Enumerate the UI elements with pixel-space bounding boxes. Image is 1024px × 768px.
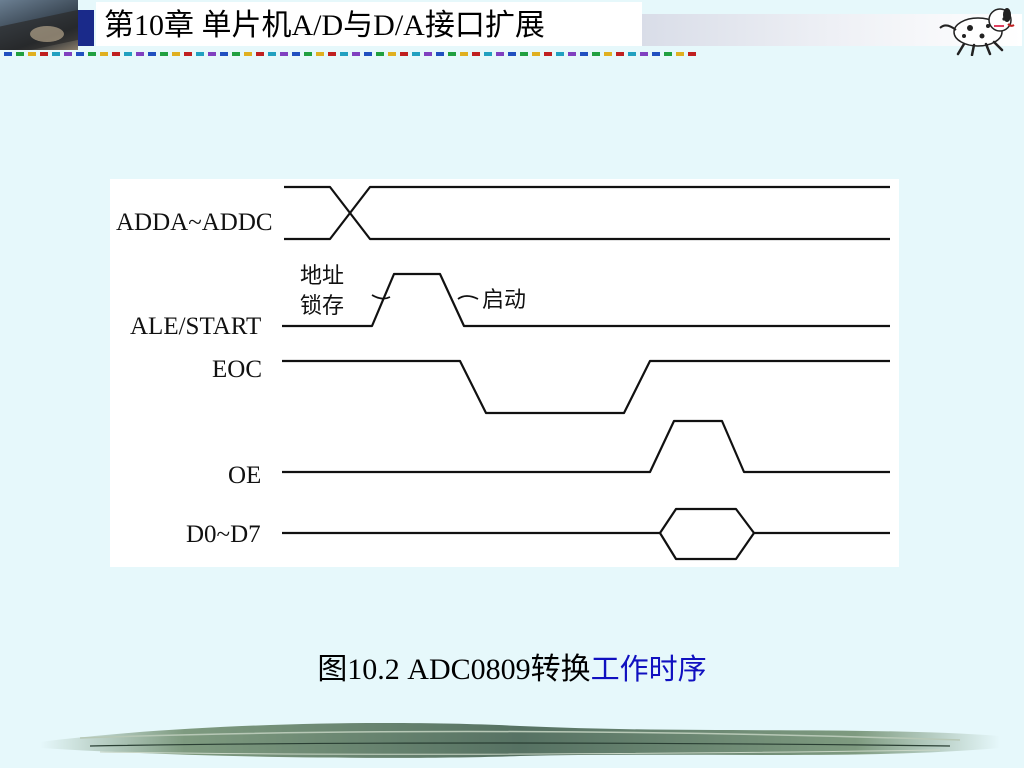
signal-label-oe: OE <box>228 462 261 489</box>
dash-segment <box>568 52 576 56</box>
dash-segment <box>544 52 552 56</box>
dash-segment <box>184 52 192 56</box>
waveform-ale-start <box>282 272 890 328</box>
dash-segment <box>196 52 204 56</box>
caption-main: 图10.2 ADC0809转换 <box>317 653 591 686</box>
waveform-eoc <box>282 359 890 415</box>
dash-segment <box>376 52 384 56</box>
dash-segment <box>640 52 648 56</box>
signal-label-ale-start: ALE/START <box>130 313 261 340</box>
dash-segment <box>88 52 96 56</box>
dash-segment <box>664 52 672 56</box>
dash-segment <box>604 52 612 56</box>
dash-segment <box>676 52 684 56</box>
page-title: 第10章 单片机A/D与D/A接口扩展 <box>104 9 545 42</box>
signal-label-adda-addc: ADDA~ADDC <box>116 209 273 236</box>
dash-segment <box>496 52 504 56</box>
header-accent-block <box>78 10 94 46</box>
caption-highlight: 工作时序 <box>590 652 707 686</box>
title-box <box>96 2 642 46</box>
dash-segment <box>448 52 456 56</box>
dash-segment <box>340 52 348 56</box>
dash-segment <box>160 52 168 56</box>
dash-segment <box>28 52 36 56</box>
dash-segment <box>148 52 156 56</box>
dash-segment <box>508 52 516 56</box>
dash-segment <box>64 52 72 56</box>
leader-address-latch <box>371 294 391 300</box>
dash-segment <box>220 52 228 56</box>
dash-segment <box>100 52 108 56</box>
dash-segment <box>688 52 696 56</box>
annotation-start: 启动 <box>482 288 526 313</box>
leader-start <box>457 295 479 300</box>
dash-segment <box>436 52 444 56</box>
dash-segment <box>244 52 252 56</box>
dash-segment <box>136 52 144 56</box>
dash-segment <box>124 52 132 56</box>
timing-diagram: ADDA~ADDC ALE/START EOC OE D0~D7 地址 锁存 启… <box>110 179 899 567</box>
dash-segment <box>304 52 312 56</box>
dash-segment <box>328 52 336 56</box>
dash-segment <box>268 52 276 56</box>
dash-segment <box>520 52 528 56</box>
dash-segment <box>316 52 324 56</box>
dash-segment <box>364 52 372 56</box>
signal-label-d0-d7: D0~D7 <box>186 521 261 548</box>
dash-segment <box>460 52 468 56</box>
dash-segment <box>172 52 180 56</box>
dash-segment <box>112 52 120 56</box>
figure-caption: 图10.2 ADC0809转换工作时序 <box>0 644 1024 688</box>
annotation-address-line2: 锁存 <box>300 294 344 319</box>
signal-label-eoc: EOC <box>212 356 262 383</box>
dash-segment <box>592 52 600 56</box>
dash-segment <box>292 52 300 56</box>
footer-decorative-band <box>40 723 1000 758</box>
annotation-address-line1: 地址 <box>300 264 344 289</box>
dash-segment <box>4 52 12 56</box>
dash-segment <box>424 52 432 56</box>
dash-segment <box>388 52 396 56</box>
dash-segment <box>472 52 480 56</box>
dash-segment <box>484 52 492 56</box>
dash-segment <box>40 52 48 56</box>
dash-segment <box>16 52 24 56</box>
dash-segment <box>208 52 216 56</box>
dash-segment <box>52 52 60 56</box>
dash-segment <box>652 52 660 56</box>
waveform-adda-addc <box>284 185 890 241</box>
dash-segment <box>532 52 540 56</box>
dash-segment <box>256 52 264 56</box>
dash-segment <box>616 52 624 56</box>
waveform-oe <box>282 419 890 474</box>
dash-segment <box>580 52 588 56</box>
dash-segment <box>556 52 564 56</box>
header-photo <box>0 0 78 50</box>
dash-segment <box>628 52 636 56</box>
dash-segment <box>76 52 84 56</box>
dash-segment <box>280 52 288 56</box>
dash-segment <box>232 52 240 56</box>
dash-segment <box>352 52 360 56</box>
decorative-dash-line <box>0 50 700 58</box>
dalmatian-dog-icon <box>939 8 1015 56</box>
waveform-d0-d7 <box>282 507 890 561</box>
dash-segment <box>412 52 420 56</box>
dash-segment <box>400 52 408 56</box>
